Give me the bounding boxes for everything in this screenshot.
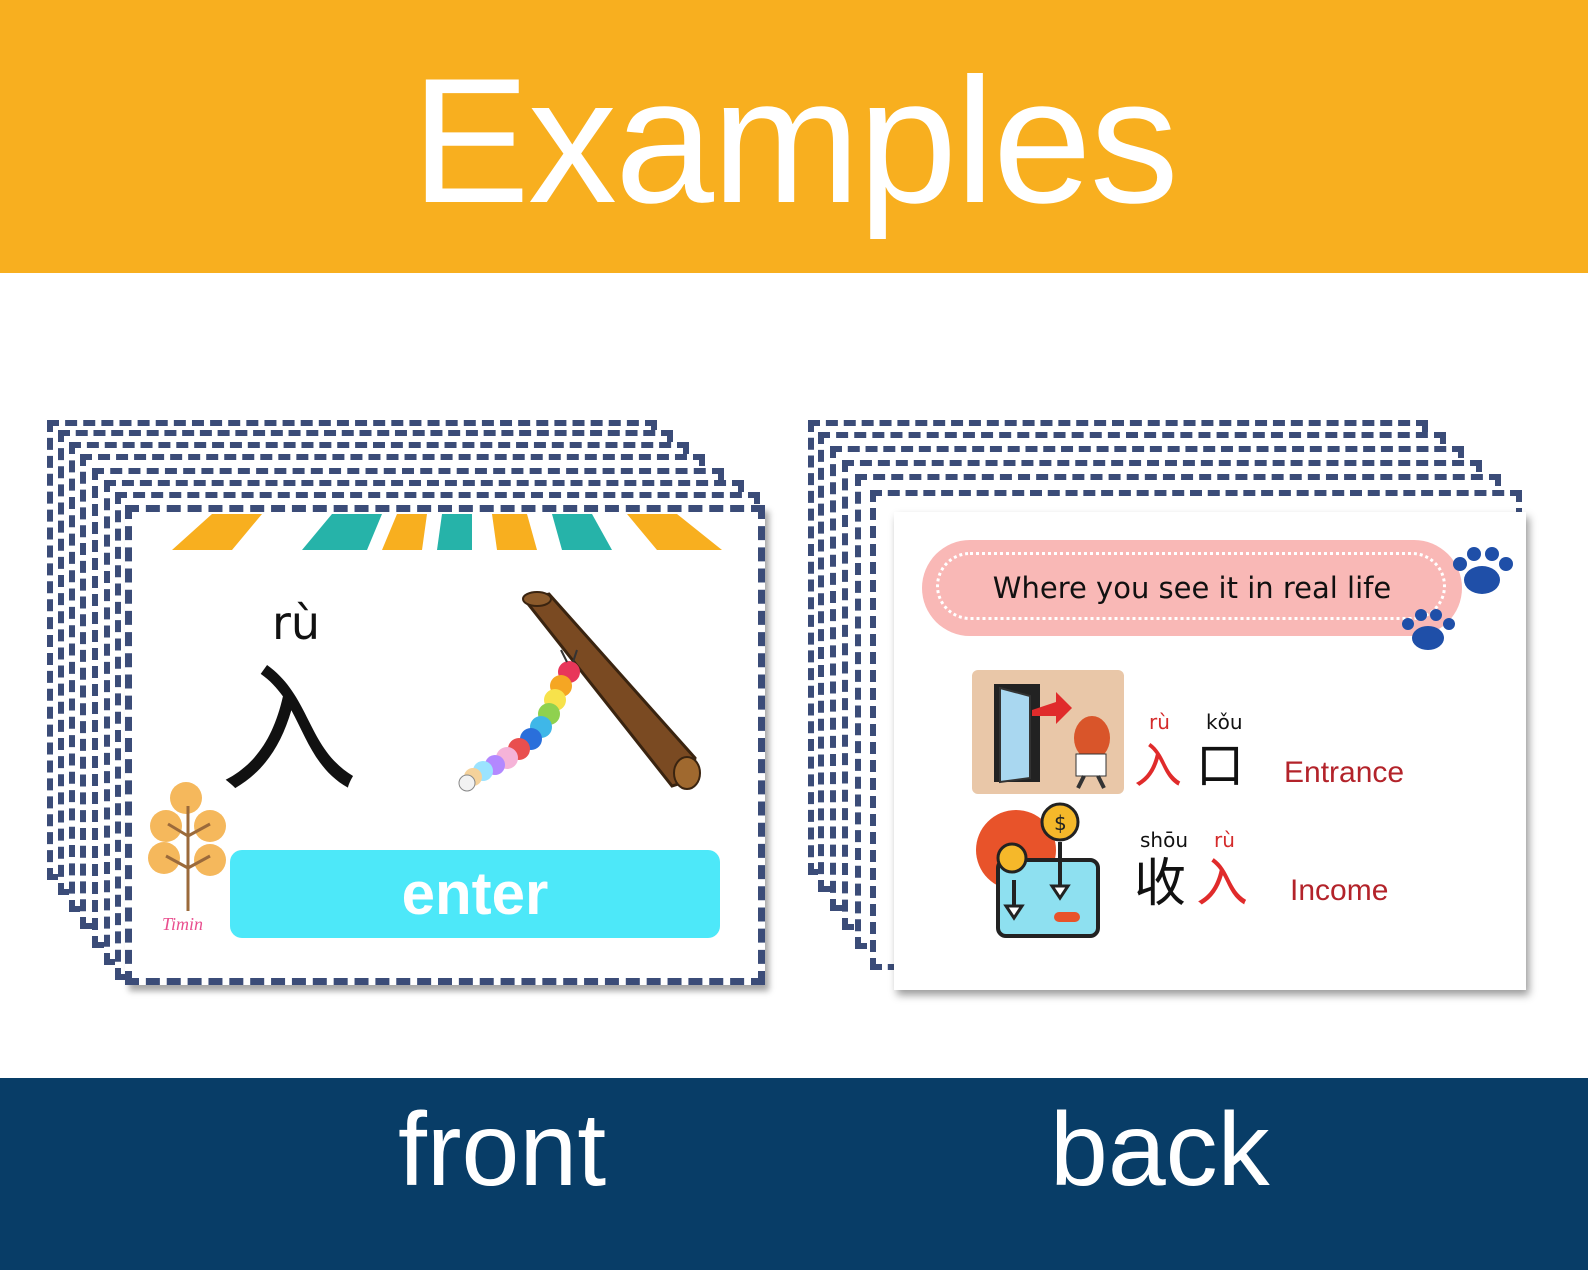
example-2-pinyin-2: rù [1214, 828, 1235, 852]
example-1-pinyin-2: kǒu [1206, 710, 1243, 734]
front-pinyin: rù [272, 596, 321, 650]
front-card: rù 入 [125, 505, 765, 985]
awning-stripes [172, 514, 722, 550]
caterpillar-stick-illustration [458, 591, 701, 792]
header-banner: Examples [0, 0, 1588, 273]
back-label: back [1050, 1092, 1270, 1208]
income-illustration: $ [976, 802, 1100, 938]
paw-print-icon [1453, 547, 1513, 594]
back-heading: Where you see it in real life [992, 571, 1392, 605]
example-2-char-2: 入 [1196, 854, 1249, 914]
example-1-char-1: 入 [1134, 738, 1183, 794]
example-2-pinyin-1: shōu [1140, 828, 1189, 852]
example-1-pinyin-1: rù [1149, 710, 1170, 734]
brand-logo: Timin [162, 914, 204, 934]
heading-banner-border [936, 552, 1446, 620]
front-character: 入 [220, 650, 359, 811]
footer-banner: front back [0, 1078, 1588, 1270]
example-2-translation: Income [1290, 874, 1389, 907]
svg-text:$: $ [1054, 811, 1067, 835]
meaning-label: enter [230, 850, 720, 938]
example-1-char-2: 口 [1196, 738, 1245, 794]
tree-icon [148, 782, 226, 911]
back-card: Where you see it in real life [894, 512, 1526, 990]
heading-banner: Where you see it in real life [922, 540, 1462, 636]
paw-print-icon [1402, 609, 1455, 650]
example-1-translation: Entrance [1284, 756, 1405, 789]
example-2-char-1: 收 [1134, 854, 1187, 914]
entrance-illustration [972, 670, 1124, 794]
page-title: Examples [411, 41, 1179, 240]
front-label: front [398, 1092, 607, 1208]
